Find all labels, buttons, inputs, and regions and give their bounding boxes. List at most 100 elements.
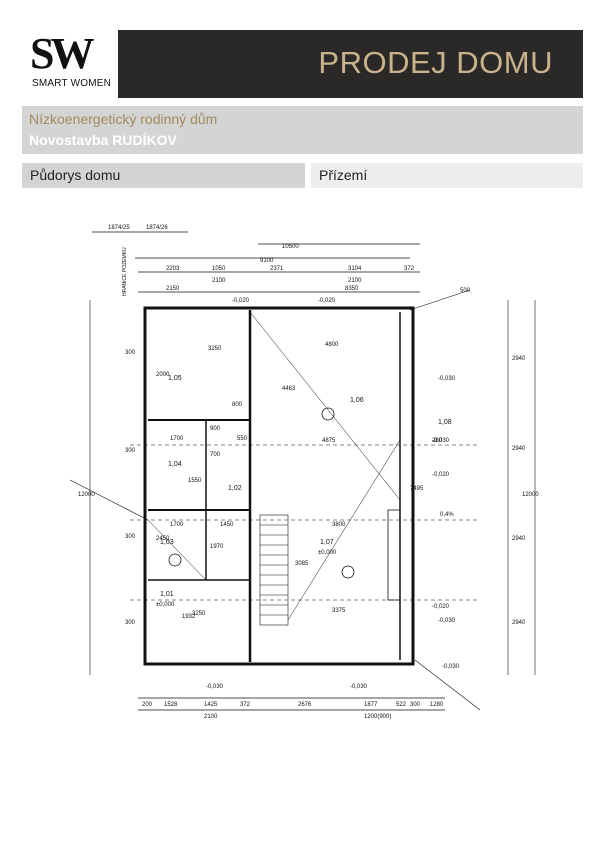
right-dim-2: 2940 (512, 446, 526, 452)
floor-label-box: Přízemí (311, 163, 583, 188)
dim-3375: 3375 (332, 608, 346, 614)
floor-label: Přízemí (319, 167, 368, 183)
right-dim-total: 12000 (522, 492, 539, 498)
level-8: -0,030 (206, 684, 224, 690)
bottom-dim-4: 2676 (298, 702, 312, 708)
dim-550: 550 (237, 436, 248, 442)
dim-4875: 4875 (322, 438, 336, 444)
level-6: -0,020 (432, 604, 450, 610)
bottom-dim-3: 372 (240, 702, 251, 708)
bottom-dim-7: 300 (410, 702, 421, 708)
dim-7495: 7495 (410, 486, 424, 492)
left-dim-4: 300 (125, 620, 136, 626)
room-label-104: 1,04 (168, 461, 182, 468)
level-2: -0,020 (318, 298, 336, 304)
bottom-dim-row2-1: 1200(900) (364, 714, 391, 720)
bottom-dim-6: 522 (396, 702, 407, 708)
level-1: -0,020 (232, 298, 250, 304)
dim-row1-2: 2371 (270, 266, 284, 272)
zero-level-1: ±0,000 (156, 602, 175, 608)
dim-row3-1: 8350 (345, 286, 359, 292)
plot-boundary-note: HRANICE POZEMKU (122, 247, 128, 296)
kitchen-counter (387, 509, 401, 601)
dim-row2-1: 2100 (348, 278, 362, 284)
property-info-box: Nízkoenergetický rodinný dům Novostavba … (22, 106, 583, 154)
dim-3085: 3085 (295, 561, 309, 567)
logo-mark: SW (30, 29, 95, 78)
dim-row1-1: 1050 (212, 266, 226, 272)
left-dim-1: 300 (125, 350, 136, 356)
company-logo: SW SMART WOMEN (30, 29, 112, 90)
room-label-101: 1,01 (160, 591, 174, 598)
bottom-dim-8: 1280 (430, 702, 444, 708)
floor-slope: 0,4% (440, 512, 454, 518)
left-dim-2: 300 (125, 448, 136, 454)
room-diagonal-a (249, 311, 401, 501)
property-name: Novostavba RUDÍKOV (29, 132, 177, 148)
bottom-dim-5: 1877 (364, 702, 378, 708)
dim-700: 700 (210, 452, 221, 458)
dim-4463: 4463 (282, 386, 296, 392)
bottom-dim-1: 1528 (164, 702, 178, 708)
dim-top-sub: 9100 (260, 258, 274, 264)
dim-row1-4: 372 (404, 266, 415, 272)
level-10: -0,030 (442, 664, 460, 670)
diagonal-ext-top (409, 289, 471, 311)
header-banner: PRODEJ DOMU (118, 30, 583, 98)
dim-2450: 2450 (156, 536, 170, 542)
room-label-106: 1,06 (350, 397, 364, 404)
room-label-102: 1,02 (228, 485, 242, 492)
outer-wall (143, 306, 415, 666)
dim-top-b: 1874/26 (146, 225, 168, 231)
room-diagonal-b (287, 439, 401, 621)
right-dim-4: 2940 (512, 620, 526, 626)
staircase (259, 514, 289, 626)
room-marker-103 (168, 553, 182, 567)
bottom-dim-row2-0: 2100 (204, 714, 218, 720)
dim-1700a: 1700 (170, 436, 184, 442)
left-dim-total: 12000 (78, 492, 95, 498)
dim-3800: 3800 (332, 522, 346, 528)
room-diagonal-c (147, 519, 207, 581)
room-label-105: 1,05 (168, 375, 182, 382)
dim-1450: 1450 (220, 522, 234, 528)
zero-level-2: ±0,000 (318, 550, 337, 556)
room-marker-106 (321, 407, 335, 421)
level-7: -0,030 (438, 618, 456, 624)
room-label-108: 1,08 (438, 419, 452, 426)
dim-1970: 1970 (210, 544, 224, 550)
floor-plan-drawing: 1874/25 1874/26 10500 9100 2203 1050 237… (69, 225, 539, 720)
dim-top-total: 10500 (282, 244, 299, 250)
dim-1700b: 1700 (170, 522, 184, 528)
page-title: PRODEJ DOMU (318, 45, 553, 80)
dim-row3-2: 500 (460, 288, 471, 294)
section-label: Půdorys domu (30, 167, 121, 183)
room-label-107: 1,07 (320, 539, 334, 546)
section-label-box: Půdorys domu (22, 163, 305, 188)
dim-900: 900 (210, 426, 221, 432)
dim-3250a: 3250 (208, 346, 222, 352)
right-dim-1: 2940 (512, 356, 526, 362)
room-marker-107 (341, 565, 355, 579)
dim-row1-0: 2203 (166, 266, 180, 272)
right-dim-3: 2940 (512, 536, 526, 542)
diagonal-ext-bottom (414, 659, 481, 711)
logo-subtitle: SMART WOMEN (32, 78, 112, 89)
bottom-dim-0: 200 (142, 702, 153, 708)
room-label-103: 1,03 (160, 539, 174, 546)
dim-top-a: 1874/25 (108, 225, 130, 231)
dim-3250b: 3250 (192, 611, 206, 617)
dim-280: 280 (432, 438, 443, 444)
bottom-dim-2: 1425 (204, 702, 218, 708)
dim-4800: 4800 (325, 342, 339, 348)
dim-800: 800 (232, 402, 243, 408)
dim-row2-0: 2100 (212, 278, 226, 284)
dim-1550: 1550 (188, 478, 202, 484)
dim-row1-3: 3104 (348, 266, 362, 272)
plan-labels: 1874/25 1874/26 10500 9100 2203 1050 237… (78, 225, 539, 720)
dim-1932: 1932 (182, 614, 196, 620)
left-dim-3: 300 (125, 534, 136, 540)
level-9: -0,030 (350, 684, 368, 690)
level-4: -0,030 (432, 438, 450, 444)
diagonal-ext-left (69, 479, 149, 521)
